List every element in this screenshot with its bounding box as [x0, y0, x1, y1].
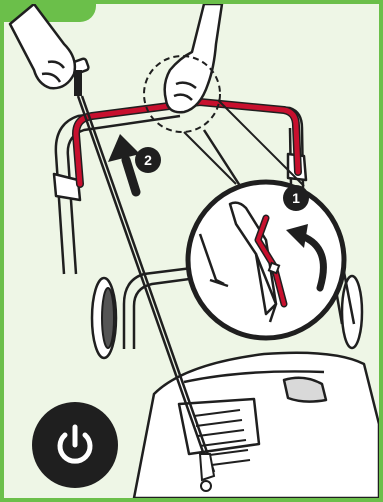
left-hand — [10, 4, 75, 88]
step-two-number: 2 — [144, 152, 152, 168]
bottom-lever — [200, 454, 214, 491]
power-icon — [53, 423, 97, 467]
step-two-badge: 2 — [135, 147, 161, 173]
power-button[interactable] — [32, 402, 118, 488]
step-one-badge: 1 — [283, 185, 309, 211]
rear-wheel-left — [92, 278, 116, 358]
mower-deck — [134, 353, 379, 498]
step-one-number: 1 — [292, 190, 300, 206]
